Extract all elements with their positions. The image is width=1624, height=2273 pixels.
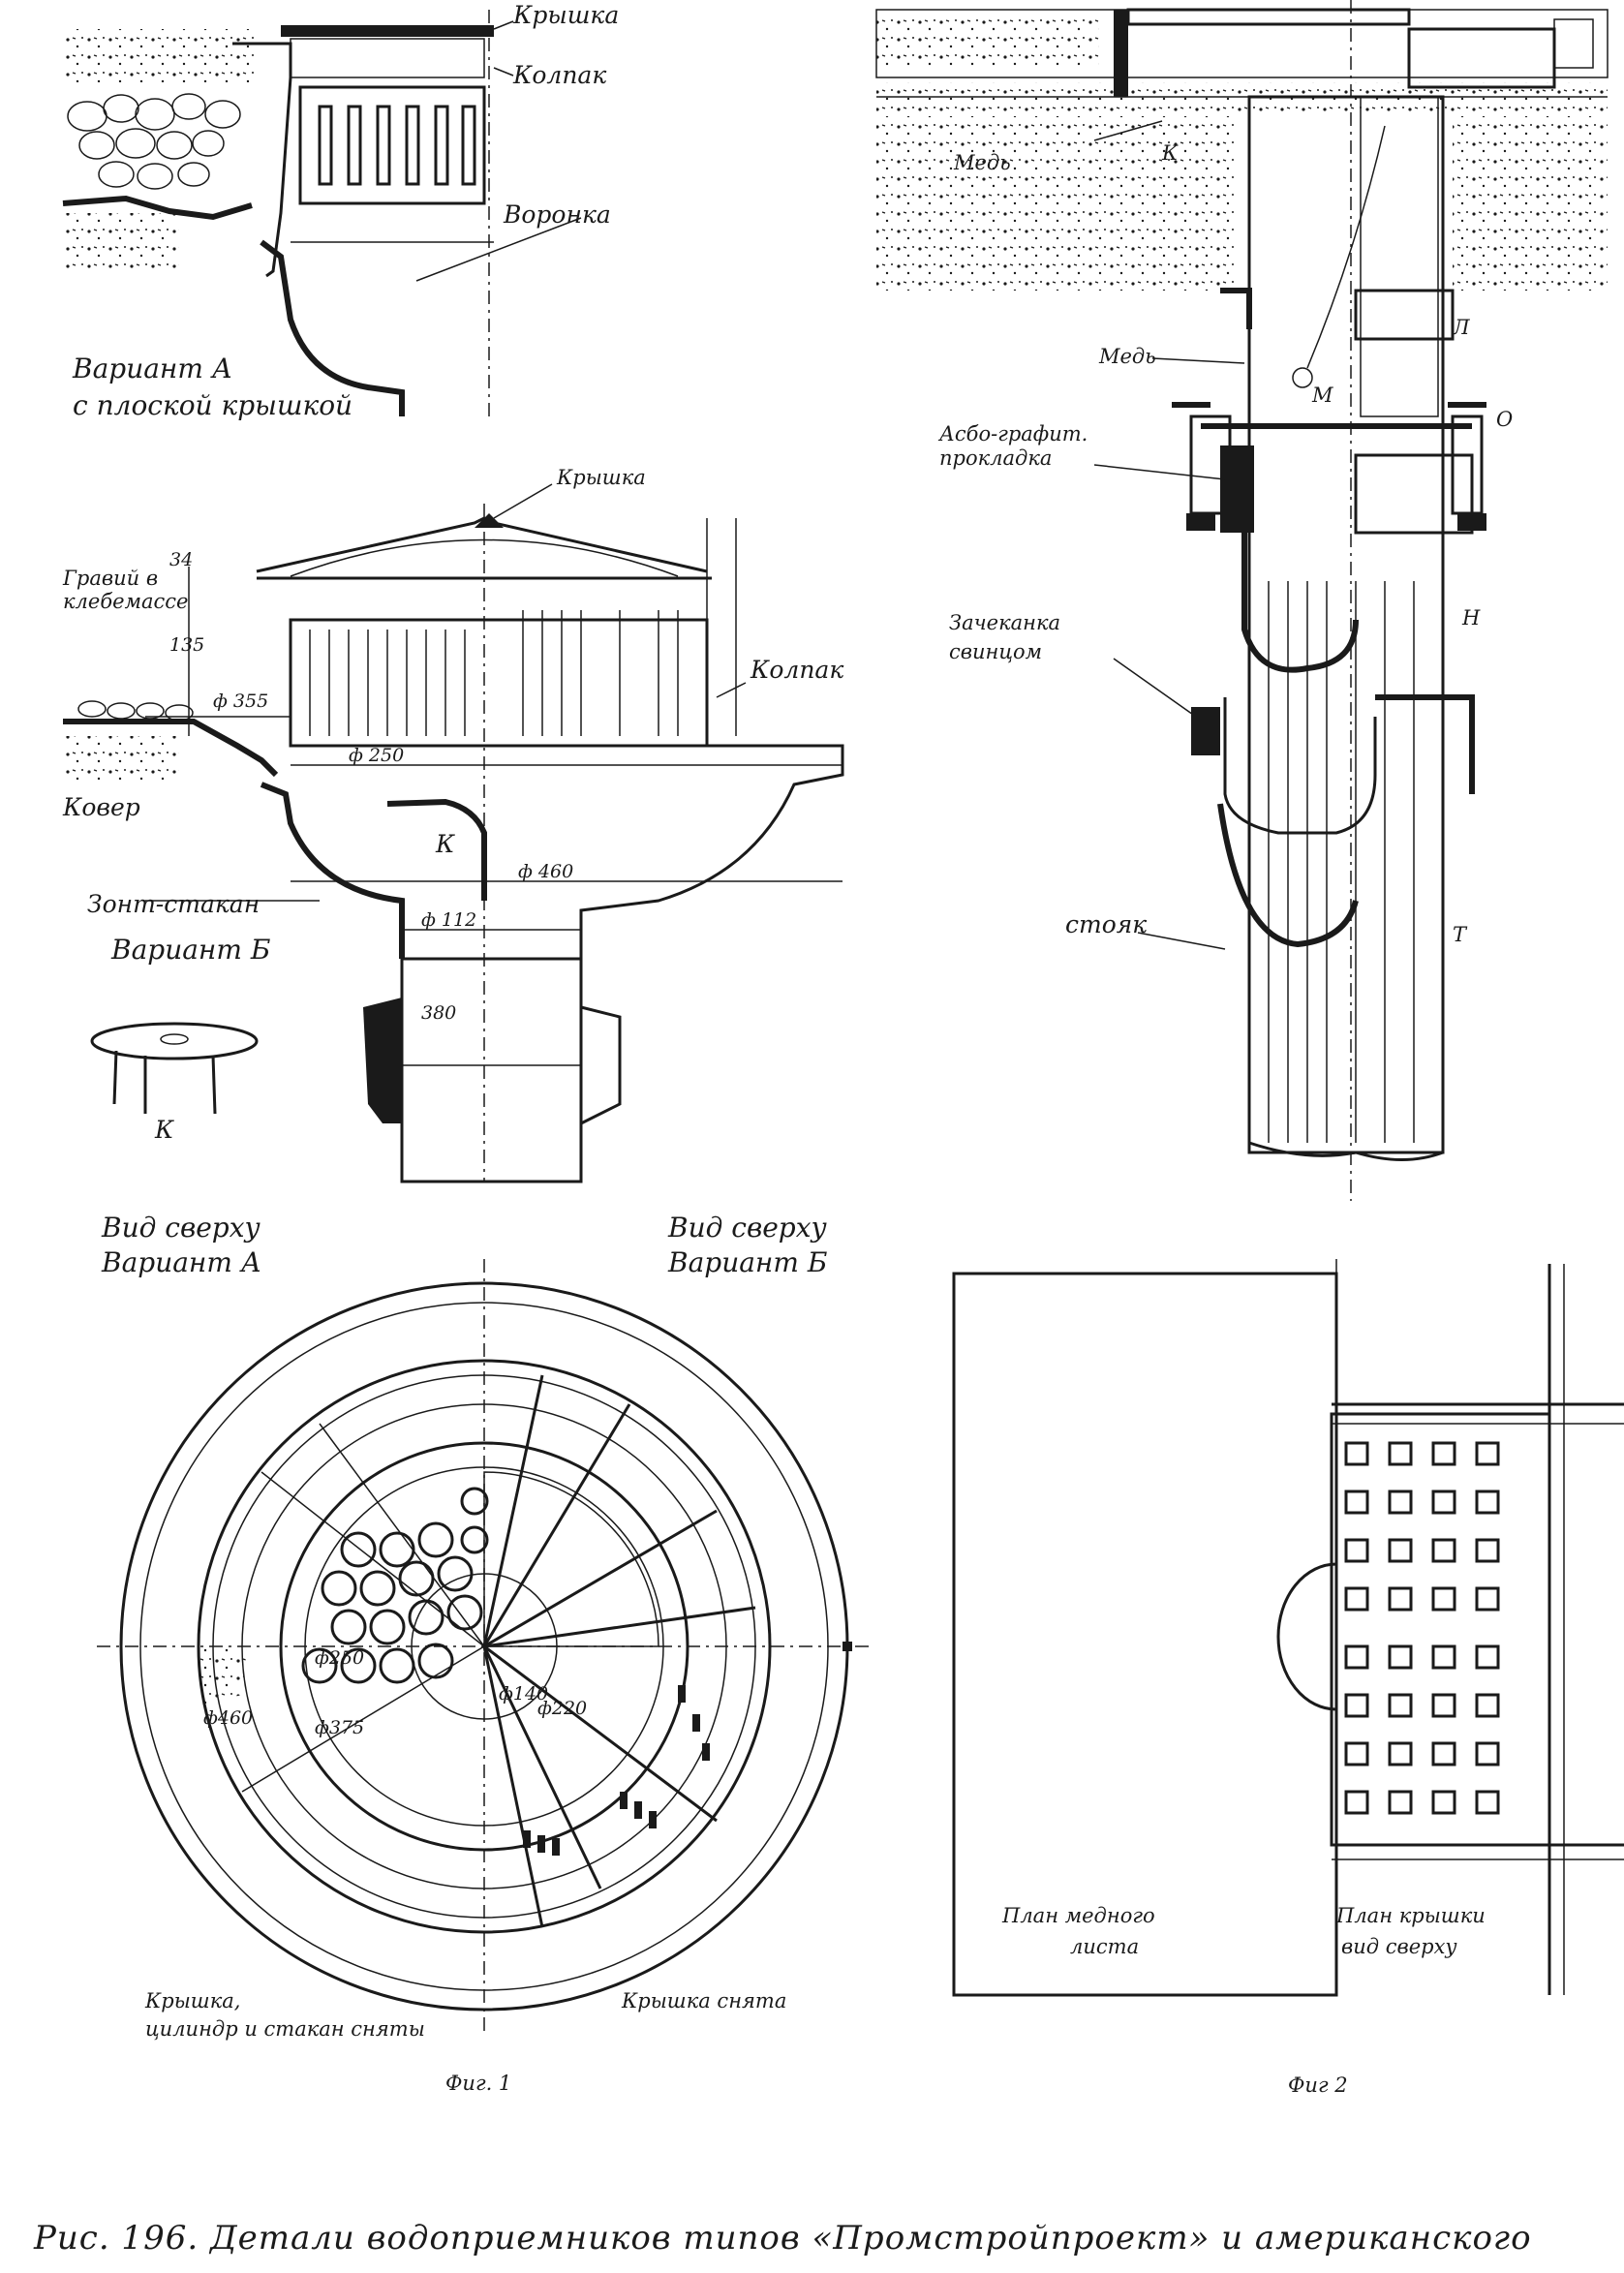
variant-b-title: Вариант Б bbox=[110, 934, 270, 966]
fig2-label: Фиг 2 bbox=[1288, 2073, 1348, 2097]
concrete-slab-a bbox=[63, 29, 257, 82]
label-cover-b: Крышка bbox=[556, 466, 646, 489]
funnel-curve-a bbox=[260, 239, 405, 416]
cap-body-a bbox=[298, 85, 486, 205]
dim-34: 34 bbox=[169, 549, 193, 570]
plan-copper-sheet-1: План медного bbox=[1001, 1904, 1155, 1927]
riser-pipe bbox=[1247, 95, 1445, 1154]
plan-copper-sheet-2: листа bbox=[1070, 1935, 1139, 1958]
label-cap-b: Колпак bbox=[750, 656, 843, 684]
label-gravel-2: клебемассе bbox=[63, 590, 188, 613]
plan-caption-right: Крышка снята bbox=[621, 1989, 786, 2012]
dim-380: 380 bbox=[421, 1002, 456, 1024]
label-k-fig2: К bbox=[1161, 141, 1179, 165]
plan-hatched-sector bbox=[199, 1646, 247, 1705]
label-top-view-a-2: Вариант А bbox=[101, 1246, 261, 1278]
plan-dim-d460: ф460 bbox=[203, 1707, 253, 1729]
plan-caption-left-1: Крышка, bbox=[144, 1989, 240, 2012]
roof-carpet-a bbox=[62, 195, 253, 221]
label-l: Л bbox=[1452, 316, 1470, 339]
fig2-plan: План медного листа План крышки вид сверх… bbox=[952, 1259, 1624, 2097]
lead-caulk bbox=[1191, 707, 1220, 755]
label-top-view-a-1: Вид сверху bbox=[101, 1212, 261, 1244]
slab-right-fig2 bbox=[1453, 116, 1608, 291]
variant-a-title-2: с плоской крышкой bbox=[73, 389, 352, 421]
label-gasket-1: Асбо-графит. bbox=[937, 422, 1088, 445]
riser-socket bbox=[1217, 803, 1359, 948]
concrete-base-b bbox=[63, 736, 179, 784]
label-gravel-1: Гравий в bbox=[62, 567, 158, 590]
top-view-plan: Вид сверху Вариант А Вид сверху Вариант … bbox=[97, 1212, 872, 2095]
label-caulk-2: свинцом bbox=[949, 640, 1042, 663]
plan-spokes bbox=[482, 1374, 756, 1928]
funnel-right-b bbox=[291, 744, 844, 959]
cap-slots-a bbox=[318, 105, 476, 186]
cap-body-b bbox=[289, 618, 709, 748]
label-t: Т bbox=[1453, 923, 1468, 946]
label-top-view-b-2: Вариант Б bbox=[667, 1246, 827, 1278]
plan-dim-d220: ф220 bbox=[537, 1698, 587, 1719]
cover-frame-a bbox=[290, 38, 485, 78]
dim-d460: ф 460 bbox=[518, 861, 573, 882]
variant-a-section: Крышка Колпак Воронка Вариант А с плоско… bbox=[62, 1, 619, 421]
label-copper-mid: Медь bbox=[1098, 345, 1156, 368]
plan-cover-1: План крышки bbox=[1335, 1904, 1486, 1927]
label-umbrella-cup: Зонт-стакан bbox=[87, 890, 260, 918]
plan-dim-d250: ф250 bbox=[315, 1647, 364, 1669]
label-carpet: Ковер bbox=[62, 793, 140, 821]
funnel-wall-a bbox=[232, 42, 292, 278]
gravel-stones-b bbox=[77, 700, 194, 722]
figure-caption: Рис. 196. Детали водоприемников типов «П… bbox=[33, 2219, 1532, 2258]
dim-135: 135 bbox=[169, 634, 204, 656]
dim-d112: ф 112 bbox=[421, 909, 476, 931]
plan-dim-d140: ф140 bbox=[499, 1683, 548, 1705]
dim-d355: ф 355 bbox=[213, 691, 268, 712]
plan-dim-d375: ф375 bbox=[315, 1717, 364, 1738]
label-cover-a: Крышка bbox=[512, 1, 619, 29]
variant-b-section: Крышка Колпак Гравий в клебемассе Ковер … bbox=[62, 466, 844, 1183]
cap-slots-b bbox=[309, 610, 679, 736]
gravel-stones-a bbox=[67, 93, 241, 190]
label-gasket-2: прокладка bbox=[939, 446, 1052, 470]
label-m: М bbox=[1311, 384, 1333, 407]
label-copper-top: Медь bbox=[953, 151, 1011, 174]
label-funnel-a: Воронка bbox=[503, 200, 611, 229]
label-o: О bbox=[1496, 408, 1513, 431]
label-caulk-1: Зачеканка bbox=[949, 611, 1060, 634]
label-part-k-b: К bbox=[435, 830, 455, 858]
cover-grid bbox=[1344, 1441, 1500, 1815]
dim-d250: ф 250 bbox=[349, 745, 404, 766]
concrete-base-a bbox=[63, 213, 179, 271]
slab-left-fig2 bbox=[876, 116, 1235, 291]
variant-a-title-1: Вариант А bbox=[72, 353, 232, 384]
part-k-sketch: К bbox=[90, 1022, 259, 1144]
inner-bowl bbox=[1241, 445, 1359, 673]
plan-caption-left-2: цилиндр и стакан сняты bbox=[145, 2017, 425, 2041]
fig2-riser-section: Медь К Л Медь М О Асбо-графит. прокладка… bbox=[875, 0, 1609, 1201]
label-riser: стояк bbox=[1065, 910, 1147, 938]
cover-plan bbox=[1330, 1412, 1551, 1847]
plan-teeth bbox=[523, 1685, 710, 1856]
fig1-label: Фиг. 1 bbox=[445, 2072, 511, 2095]
label-part-k: К bbox=[154, 1116, 174, 1144]
pipe-socket-b bbox=[363, 998, 402, 1123]
plan-cover-2: вид сверху bbox=[1341, 1935, 1457, 1958]
label-cap-a: Колпак bbox=[512, 61, 606, 89]
outlet-pipe-b bbox=[400, 957, 583, 1183]
flat-cover-a bbox=[281, 25, 494, 37]
plan-holes bbox=[301, 1487, 489, 1684]
label-n: Н bbox=[1461, 606, 1481, 630]
label-top-view-b-1: Вид сверху bbox=[667, 1212, 828, 1244]
roof-carpet-b bbox=[63, 719, 279, 778]
funnel-left-b bbox=[260, 782, 405, 959]
